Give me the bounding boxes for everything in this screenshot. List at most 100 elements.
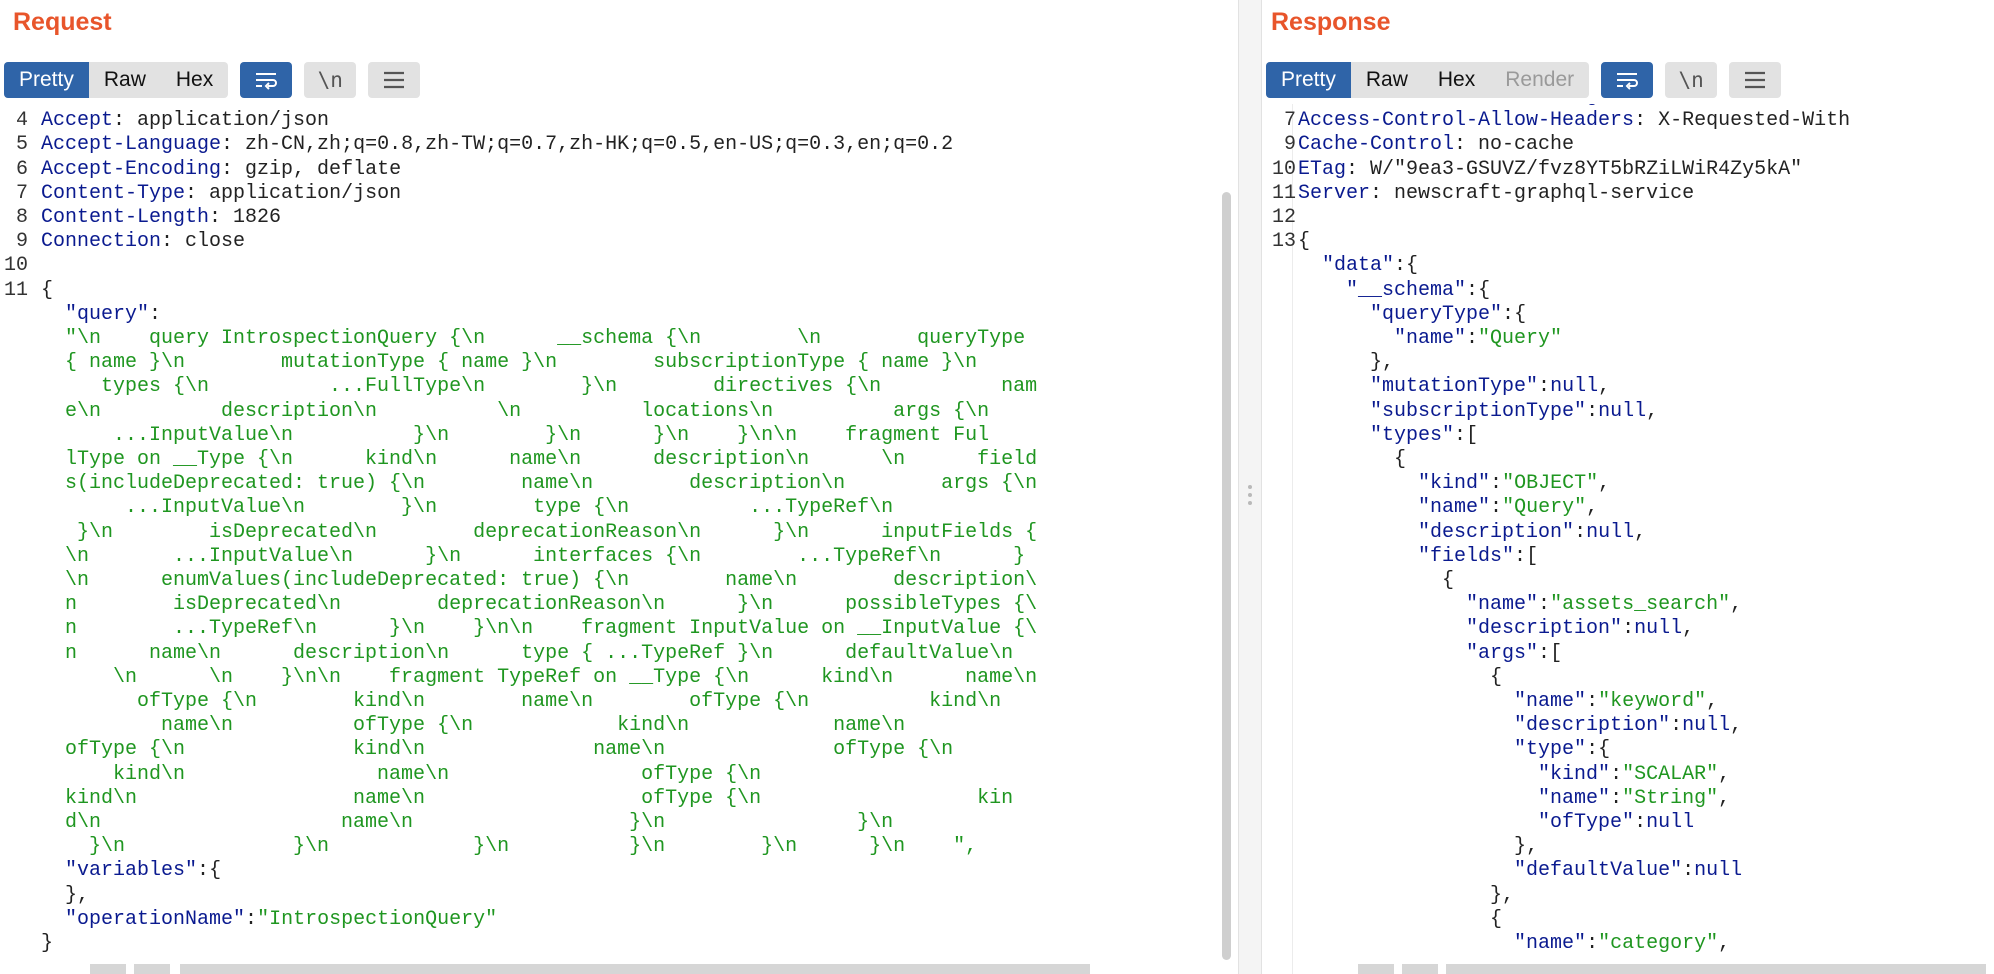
header-name: Accept xyxy=(41,109,114,133)
line-content: Firefox/78.0 xyxy=(41,104,185,109)
request-hscroll-left[interactable] xyxy=(90,964,126,974)
header-name: Server xyxy=(1298,181,1371,205)
line-content: "types":[ xyxy=(1370,423,1479,447)
wrap-lines-button[interactable] xyxy=(1601,62,1654,98)
request-scrollbar[interactable] xyxy=(1222,192,1231,960)
wrap-lines-button[interactable] xyxy=(240,62,293,98)
line-number: 12 xyxy=(1271,206,1296,229)
request-view-tabs: Pretty Raw Hex xyxy=(4,62,229,98)
request-title: Request xyxy=(13,8,112,36)
line-content: ofType {\n kind\n name\n ofType {\n xyxy=(41,738,954,762)
tab-raw[interactable]: Raw xyxy=(103,68,146,91)
line-content: "variables":{ xyxy=(65,859,222,883)
header-value: 1826 xyxy=(233,206,282,229)
line-content: \n enumValues(includeDeprecated: true) {… xyxy=(41,569,1038,592)
response-hscroll-mid[interactable] xyxy=(1402,964,1438,974)
response-editor[interactable]: Access-Control-Allow-Origin: *7Access-Co… xyxy=(1262,104,1994,974)
wrap-lines-icon xyxy=(256,73,278,90)
line-content: Content-Type: application/json xyxy=(41,181,402,205)
line-content: "description":null, xyxy=(1418,520,1647,544)
line-number: 4 xyxy=(15,109,28,133)
line-content: { xyxy=(1490,907,1503,931)
line-content: }\n }\n }\n }\n }\n }\n ", xyxy=(41,835,978,859)
line-content: "fields":[ xyxy=(1418,544,1539,568)
header-name: Access-Control-Allow-Origin xyxy=(1298,104,1622,108)
line-content: n isDeprecated\n deprecationReason\n }\n… xyxy=(41,593,1038,617)
header-name: Connection xyxy=(41,230,162,254)
line-number: 10 xyxy=(1271,157,1296,181)
line-content: }, xyxy=(1370,351,1395,375)
tab-pretty[interactable]: Pretty xyxy=(1266,62,1351,98)
newline-label: \n xyxy=(317,68,343,92)
request-pane: Request Pretty Raw Hex \n Firefox/78.0 4A… xyxy=(0,8,1238,974)
line-content: "name":"assets_search", xyxy=(1466,593,1743,617)
line-content: }, xyxy=(1490,883,1515,907)
line-content: Content-Length: 1826 xyxy=(41,206,282,229)
line-content: "subscriptionType":null, xyxy=(1370,399,1659,423)
line-content: "queryType":{ xyxy=(1370,302,1527,326)
line-number: 7 xyxy=(15,181,28,205)
pane-splitter[interactable] xyxy=(1238,0,1262,974)
menu-button[interactable] xyxy=(368,62,421,98)
tab-raw[interactable]: Raw xyxy=(1365,68,1408,91)
request-hscroll-thumb[interactable] xyxy=(180,964,1090,974)
line-content: "name":"keyword", xyxy=(1514,690,1719,713)
line-content: n name\n description\n type { ...TypeRef… xyxy=(41,641,1014,665)
tab-hex[interactable]: Hex xyxy=(175,68,214,91)
header-value: gzip, deflate xyxy=(245,157,402,181)
header-name: Accept-Language xyxy=(41,133,222,157)
line-content: Access-Control-Allow-Headers: X-Requeste… xyxy=(1298,109,1851,133)
line-content: "mutationType":null, xyxy=(1370,375,1611,399)
request-hscroll-mid[interactable] xyxy=(134,964,170,974)
line-content: "args":[ xyxy=(1466,641,1563,665)
line-content: Access-Control-Allow-Origin: * xyxy=(1298,104,1658,109)
splitter-grip-dot xyxy=(1248,501,1252,505)
tab-hex[interactable]: Hex xyxy=(1437,68,1476,91)
line-content: d\n name\n }\n }\n xyxy=(41,811,894,834)
tab-render[interactable]: Render xyxy=(1505,68,1575,91)
line-content: }, xyxy=(1514,835,1539,859)
line-content: "\n query IntrospectionQuery {\n __schem… xyxy=(41,327,1026,350)
line-number: 7 xyxy=(1283,109,1296,133)
line-number: 13 xyxy=(1271,230,1296,254)
request-editor[interactable]: Firefox/78.04Accept: application/json5Ac… xyxy=(0,104,1238,974)
line-content: { xyxy=(41,278,54,302)
header-name: Access-Control-Allow-Headers xyxy=(1298,109,1635,133)
header-value: close xyxy=(185,230,246,254)
line-content: "name":"String", xyxy=(1538,786,1731,810)
line-number: 11 xyxy=(3,278,28,302)
request-toolbar: Pretty Raw Hex \n xyxy=(4,62,421,98)
show-newlines-button[interactable]: \n xyxy=(304,62,357,98)
response-view-tabs: Pretty Raw Hex Render xyxy=(1266,62,1590,98)
line-content: ETag: W/"9ea3-GSUVZ/fvz8YT5bRZiLWiR4Zy5k… xyxy=(1298,157,1803,181)
line-number: 10 xyxy=(3,254,28,278)
line-content: "kind":"OBJECT", xyxy=(1418,472,1611,496)
response-pane: Response Pretty Raw Hex Render \n Access… xyxy=(1262,0,1994,974)
tab-pretty[interactable]: Pretty xyxy=(4,62,89,98)
line-content: "__schema":{ xyxy=(1346,278,1491,302)
header-value: zh-CN,zh;q=0.8,zh-TW;q=0.7,zh-HK;q=0.5,e… xyxy=(245,133,954,157)
line-content: ofType {\n kind\n name\n ofType {\n kind… xyxy=(41,690,1002,713)
line-content: "kind":"SCALAR", xyxy=(1538,762,1731,786)
header-name: Accept-Encoding xyxy=(41,157,222,181)
line-content: "description":null, xyxy=(1514,714,1743,738)
line-content: \n \n }\n\n fragment TypeRef on __Type {… xyxy=(41,665,1038,689)
response-hscroll-left[interactable] xyxy=(1358,964,1394,974)
show-newlines-button[interactable]: \n xyxy=(1665,62,1718,98)
line-content: n ...TypeRef\n }\n }\n\n fragment InputV… xyxy=(41,617,1038,641)
header-value: W/"9ea3-GSUVZ/fvz8YT5bRZiLWiR4Zy5kA" xyxy=(1370,157,1803,181)
line-content: Accept: application/json xyxy=(41,109,330,133)
newline-label: \n xyxy=(1678,68,1704,92)
line-number: 11 xyxy=(1271,181,1296,205)
line-content: "defaultValue":null xyxy=(1514,859,1743,883)
line-content: } xyxy=(41,932,54,955)
header-name: Content-Type xyxy=(41,181,186,205)
menu-button[interactable] xyxy=(1729,62,1782,98)
line-content: types {\n ...FullType\n }\n directives {… xyxy=(41,375,1038,399)
line-content: Connection: close xyxy=(41,230,246,254)
hamburger-menu-icon xyxy=(384,71,405,89)
line-number: 9 xyxy=(15,230,28,254)
line-number: 9 xyxy=(1283,133,1296,157)
line-content: name\n ofType {\n kind\n name\n xyxy=(41,714,906,738)
response-hscroll-thumb[interactable] xyxy=(1446,964,1986,974)
